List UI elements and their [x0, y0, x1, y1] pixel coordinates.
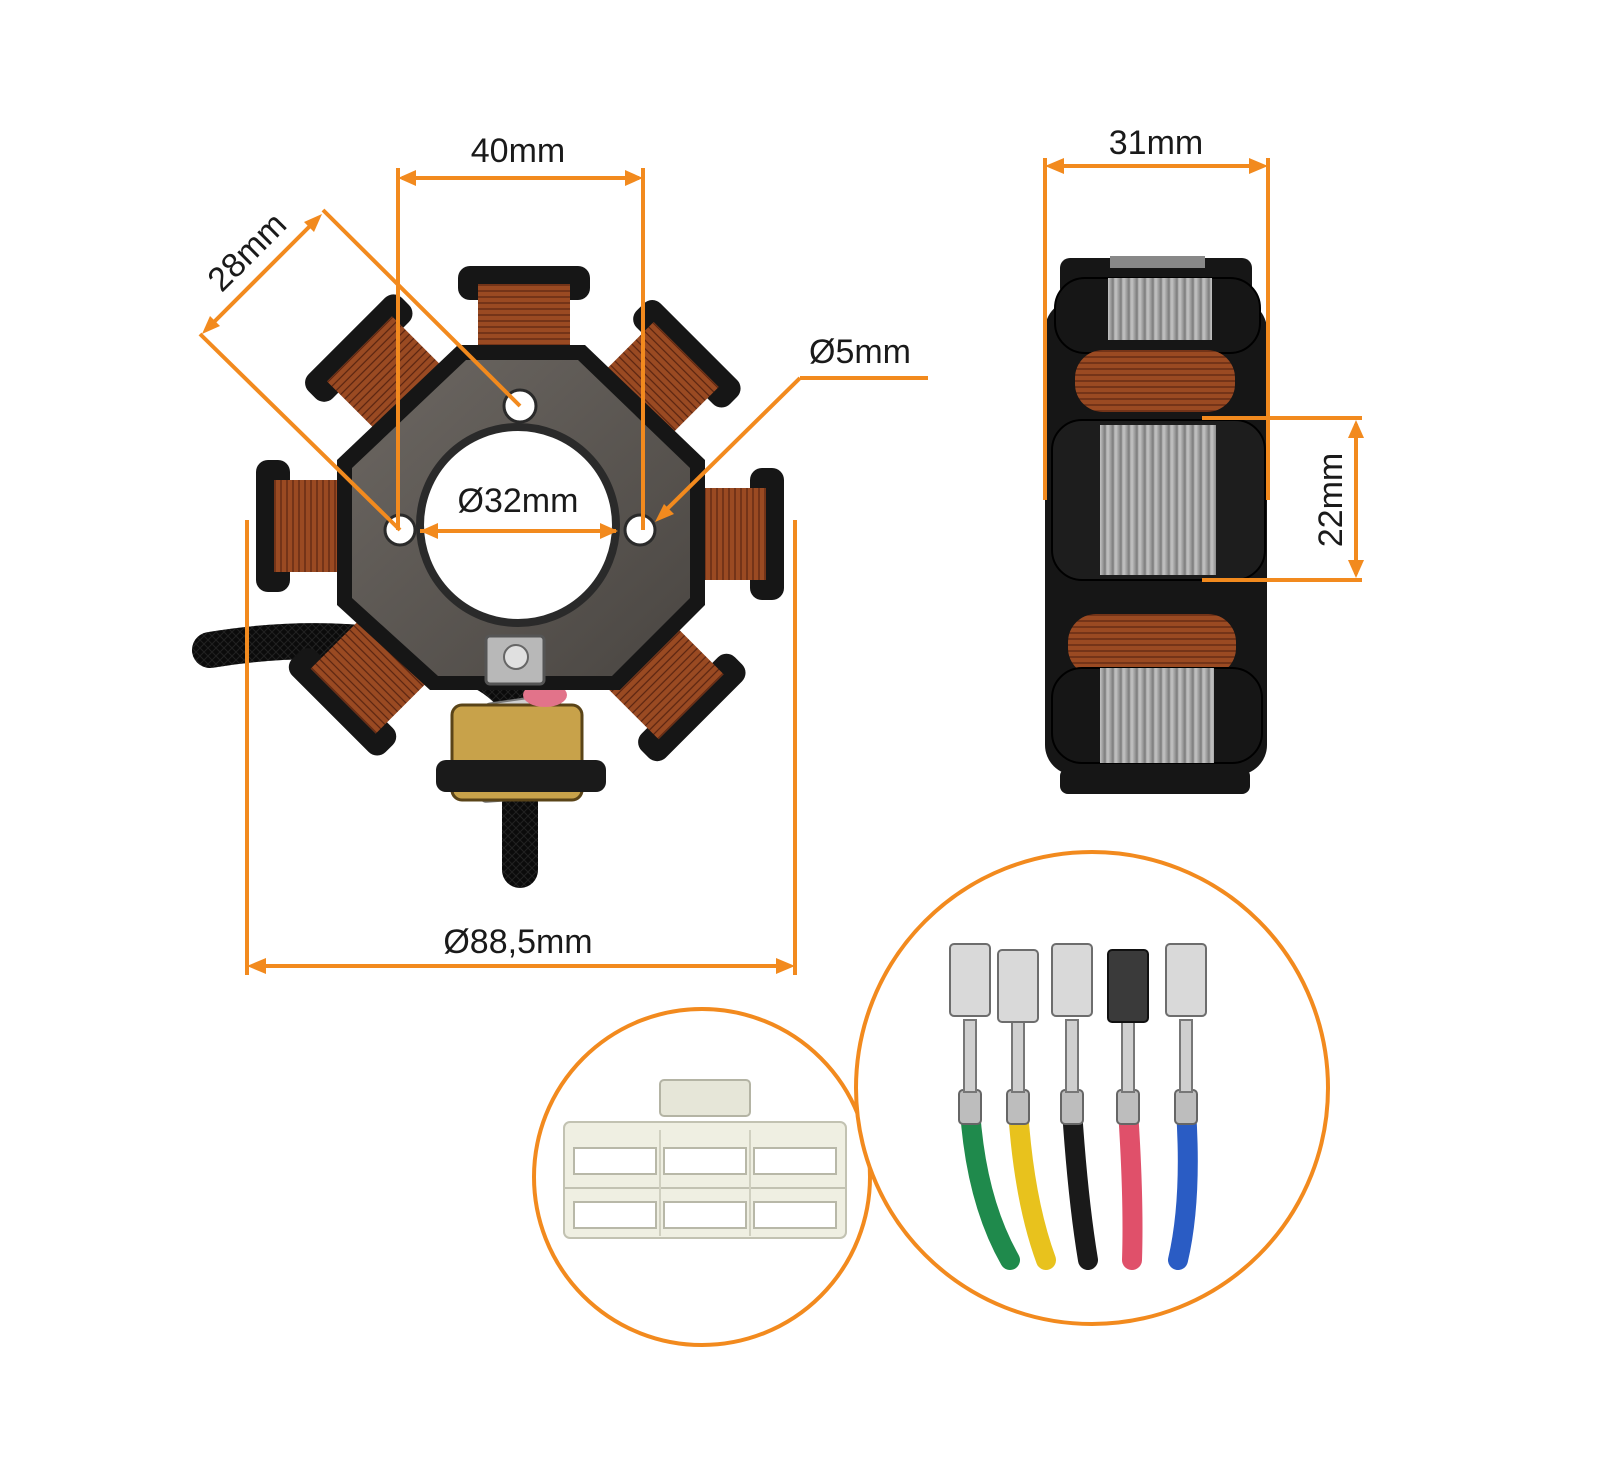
center-bore: [416, 423, 620, 627]
dim-label-32mm: Ø32mm: [458, 482, 579, 520]
coil: [601, 300, 741, 440]
dim-label-28mm: 28mm: [200, 205, 294, 299]
terminals-detail: [854, 850, 1330, 1326]
dimension-lines: [198, 158, 1364, 975]
dim-label-40mm: 40mm: [471, 132, 565, 170]
wire-terminal: [1107, 949, 1149, 1270]
wire-terminal: [1165, 943, 1207, 1270]
dim-label-22mm: 22mm: [1312, 453, 1350, 547]
stator-front-view: [192, 266, 784, 888]
mount-hole-right: [623, 513, 657, 547]
coil: [692, 468, 784, 600]
stator-side-view: [1045, 256, 1267, 794]
coil: [458, 266, 590, 358]
dim-label-5mm: Ø5mm: [809, 333, 911, 371]
coil: [256, 460, 348, 592]
dim-label-88-5mm: Ø88,5mm: [443, 923, 592, 961]
coil: [606, 621, 746, 762]
wire-terminal: [997, 949, 1056, 1270]
coil: [288, 616, 429, 756]
connector-detail: [532, 1007, 872, 1347]
wire-terminal: [1051, 943, 1098, 1270]
coil: [305, 294, 445, 434]
dim-label-31mm: 31mm: [1109, 124, 1203, 162]
wire-terminal: [949, 943, 1020, 1270]
